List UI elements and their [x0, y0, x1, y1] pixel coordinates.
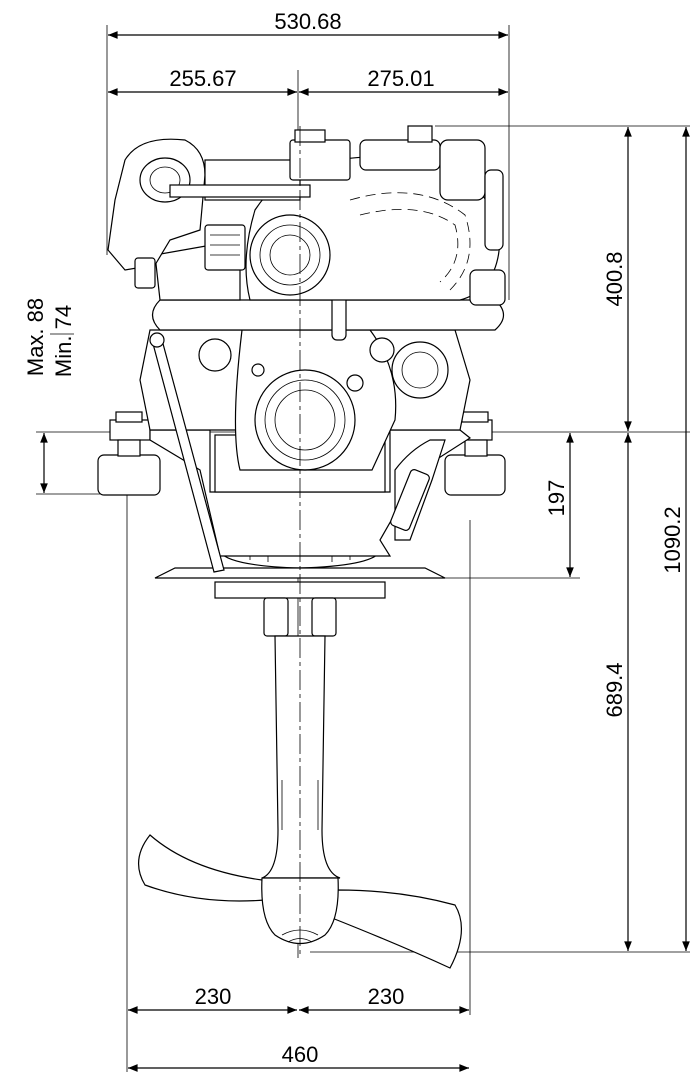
- dim-tilt-min: Min. 74: [51, 305, 76, 377]
- top-components: [107, 125, 506, 306]
- dim-foot-left: 230: [195, 984, 232, 1009]
- dimension-labels: 530.68 255.67 275.01 400.8 1090.2 197 68…: [23, 9, 685, 1067]
- dim-tilt-max: Max. 88: [23, 298, 48, 376]
- dim-left-width: 255.67: [169, 66, 236, 91]
- engine-mount-right: [444, 411, 506, 496]
- dim-foot-right: 230: [368, 984, 405, 1009]
- dim-foot-total: 460: [282, 1042, 319, 1067]
- engine-mount-left: [97, 411, 161, 496]
- dim-lower-height: 689.4: [602, 662, 627, 717]
- dim-mount-to-plate: 197: [544, 480, 569, 517]
- dim-upper-height: 400.8: [602, 251, 627, 306]
- manifold-pipe: [151, 291, 505, 341]
- dipstick-tube: [149, 332, 225, 573]
- side-hose: [390, 439, 446, 541]
- dim-total-height: 1090.2: [660, 506, 685, 573]
- dim-right-width: 275.01: [367, 66, 434, 91]
- dim-overall-width: 530.68: [274, 9, 341, 34]
- drive-leg: [261, 597, 341, 879]
- engine-illustration: [97, 125, 506, 969]
- engine-block: [139, 329, 471, 471]
